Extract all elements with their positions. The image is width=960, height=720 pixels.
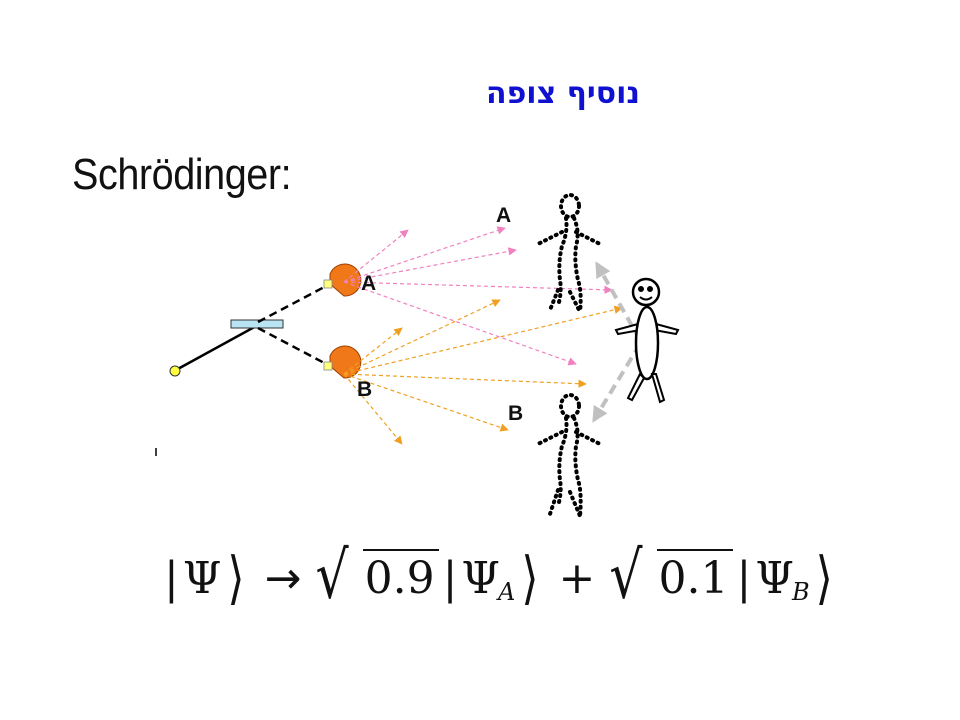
coef-a: 0.9: [362, 549, 439, 604]
eq-psi-a: Ψ: [461, 552, 501, 604]
observer-a-figure: [536, 193, 602, 314]
equation: | Ψ ⟩ → √ 0.9 | Ψ A ⟩ + √ 0.1 | Ψ B ⟩: [160, 538, 833, 618]
observer-b-figure: [536, 393, 602, 518]
dashed-path-b: [257, 326, 331, 368]
eq-angle: ⟩: [227, 544, 245, 612]
observer-b-label: B: [508, 402, 524, 425]
observer-a-label: A: [496, 204, 512, 227]
source-particle: [169, 365, 181, 377]
hebrew-title: נוסיף צופה: [485, 76, 640, 111]
eq-angle: ⟩: [521, 544, 539, 612]
slide-title: Schrödinger:: [72, 150, 292, 199]
split-arrows: [592, 261, 642, 423]
beam-splitter: [230, 319, 284, 329]
arrows-b: [343, 299, 623, 445]
eq-arrow: →: [264, 552, 302, 604]
coef-b: 0.1: [656, 549, 733, 604]
eq-bar: |: [736, 552, 752, 604]
detector-a: [323, 263, 362, 297]
eq-bar: |: [164, 552, 179, 604]
sqrt-sign: √: [609, 538, 643, 614]
eq-plus: +: [558, 552, 596, 604]
detector-b-label: B: [357, 378, 373, 401]
eq-sqrt-b: √ 0.1: [609, 539, 733, 614]
sqrt-sign: √: [315, 538, 349, 614]
beam-line: [175, 323, 259, 372]
dashed-path-a: [257, 282, 331, 324]
eq-sub-a: A: [498, 578, 516, 606]
eq-bar: |: [442, 552, 458, 604]
eq-psi: Ψ: [182, 552, 222, 604]
eq-psi-b: Ψ: [755, 552, 794, 604]
detector-b: [323, 345, 362, 379]
eq-sub-b: B: [791, 578, 810, 606]
arrows-a: [343, 226, 613, 366]
detector-a-label: A: [361, 272, 377, 295]
observer-figure: [614, 277, 680, 404]
eq-angle: ⟩: [815, 544, 833, 612]
eq-sqrt-a: √ 0.9: [315, 539, 439, 614]
